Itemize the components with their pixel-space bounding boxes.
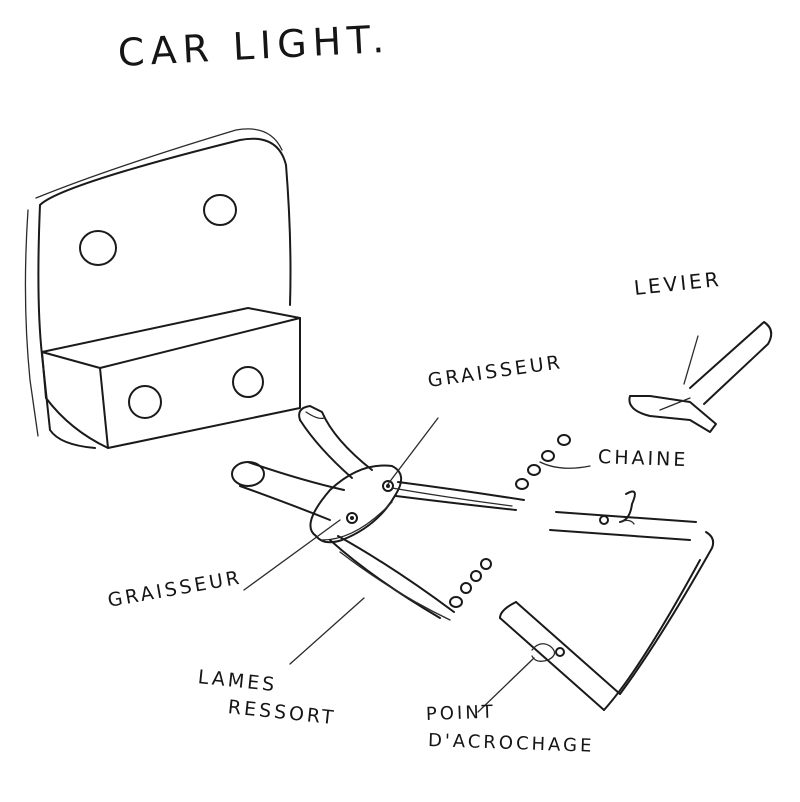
label-point: POINT	[425, 701, 497, 725]
bracket-block-hole-left	[128, 385, 162, 419]
bracket-hole-left	[79, 230, 117, 266]
frame-bar	[549, 490, 697, 541]
lever	[628, 321, 773, 433]
chassis-lower	[499, 531, 715, 711]
chain-lower	[449, 558, 492, 608]
chain-upper	[515, 434, 591, 490]
leader-lines	[243, 335, 699, 713]
bracket-back-plate	[24, 128, 292, 449]
label-chaine: CHAINE	[597, 446, 689, 472]
bracket-block-hole-right	[232, 366, 264, 398]
spring-leaf-assembly	[231, 405, 525, 621]
bracket-hole-right	[203, 194, 237, 226]
bracket-front-block	[41, 307, 301, 449]
